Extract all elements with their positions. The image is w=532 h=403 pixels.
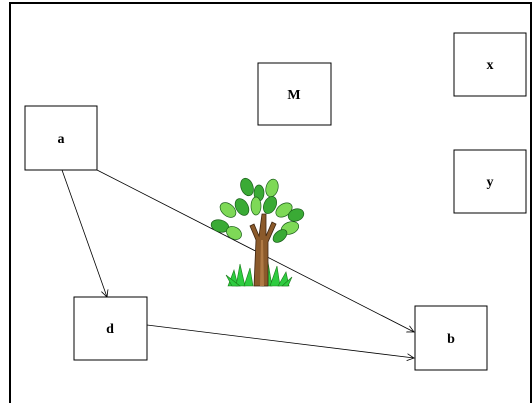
node-y: y bbox=[453, 149, 527, 214]
node-label: b bbox=[447, 332, 455, 347]
node-label: d bbox=[106, 322, 114, 337]
edge-d-b bbox=[146, 324, 414, 358]
node-b: b bbox=[414, 305, 488, 371]
node-label: a bbox=[58, 132, 65, 147]
node-a: a bbox=[24, 105, 98, 171]
node-label: x bbox=[487, 58, 494, 73]
tree-icon bbox=[210, 177, 305, 287]
node-x: x bbox=[453, 32, 527, 97]
node-M: M bbox=[257, 62, 332, 126]
node-label: M bbox=[287, 88, 300, 103]
node-d: d bbox=[73, 296, 148, 361]
edge-a-d bbox=[61, 169, 107, 297]
node-label: y bbox=[487, 175, 494, 190]
